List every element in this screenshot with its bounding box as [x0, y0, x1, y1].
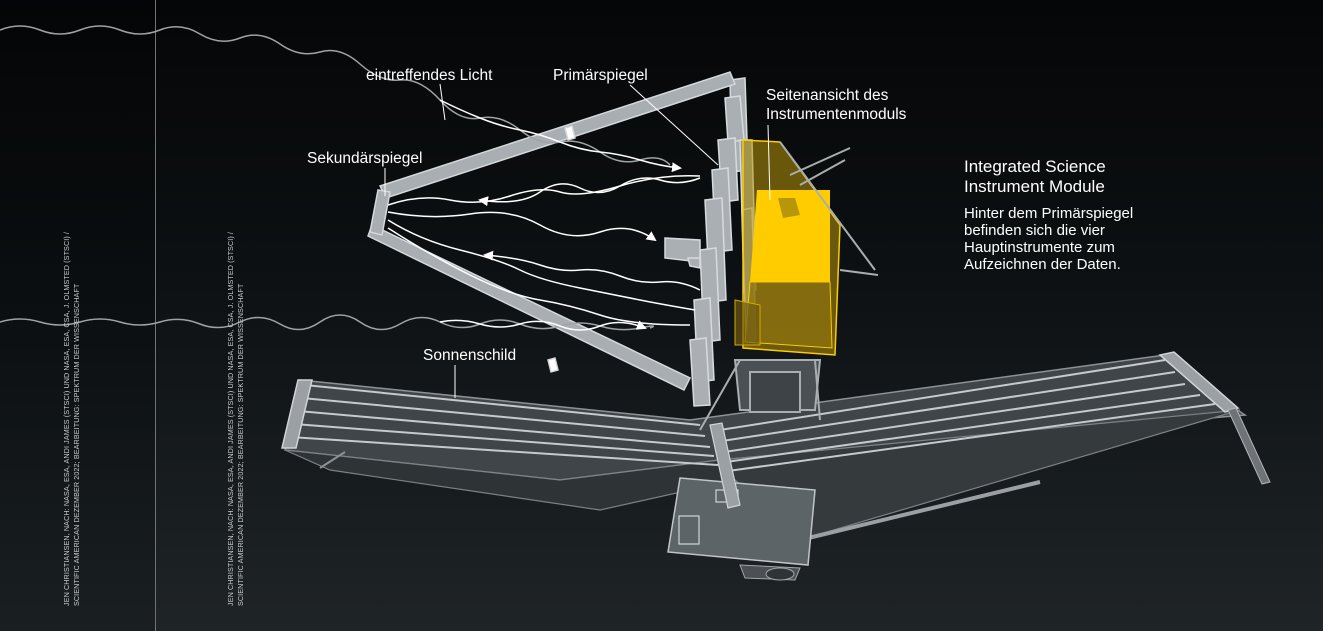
isim-title-line1: Integrated Science — [964, 157, 1106, 176]
image-credit-repeat: JEN CHRISTIANSEN, NACH: NASA, ESA, ANDI … — [226, 232, 246, 606]
label-secondary-mirror: Sekundärspiegel — [307, 150, 423, 167]
instrument-module — [734, 139, 879, 356]
credit-line-1: JEN CHRISTIANSEN, NACH: NASA, ESA, ANDI … — [226, 231, 235, 606]
leader-lines — [384, 83, 771, 398]
label-primary-mirror: Primärspiegel — [553, 67, 648, 84]
label-side-view-line1: Seitenansicht des — [766, 87, 889, 104]
label-incoming-light: eintreffendes Licht — [366, 67, 493, 84]
light-rays — [0, 25, 701, 331]
left-credit-panel — [0, 0, 156, 631]
credit-line-1: JEN CHRISTIANSEN, NACH: NASA, ESA, ANDI … — [62, 231, 71, 606]
label-sunshield: Sonnenschild — [423, 347, 517, 364]
credit-line-2: SCIENTIFIC AMERICAN DEZEMBER 2022; BEARB… — [236, 283, 245, 606]
spacecraft-bus — [667, 422, 816, 581]
label-side-view-line2: Instrumentenmoduls — [766, 106, 907, 123]
secondary-mirror-struts — [367, 71, 737, 391]
support-tower — [699, 359, 822, 431]
isim-description: Hinter dem Primärspiegel befinden sich d… — [964, 205, 1134, 273]
isim-title-line2: Instrument Module — [964, 177, 1105, 196]
credit-line-2: SCIENTIFIC AMERICAN DEZEMBER 2022; BEARB… — [72, 283, 81, 606]
isim-title: Integrated Science Instrument Module — [964, 157, 1106, 197]
sunshield — [281, 351, 1271, 542]
image-credit: JEN CHRISTIANSEN, NACH: NASA, ESA, ANDI … — [62, 232, 82, 606]
